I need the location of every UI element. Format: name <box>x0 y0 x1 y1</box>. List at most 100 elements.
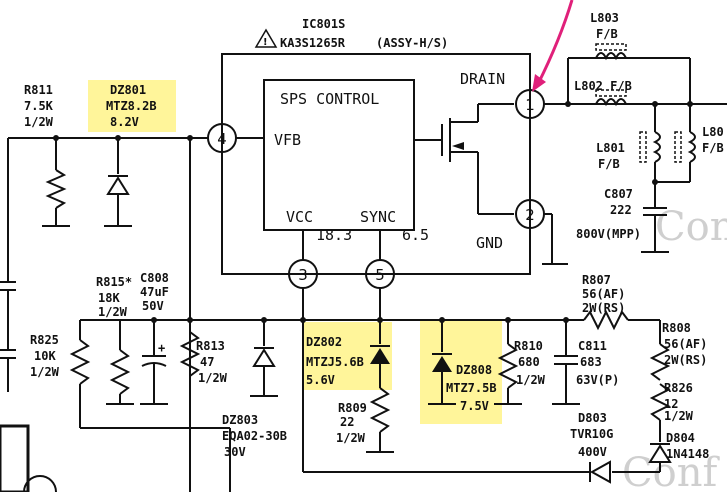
sync-voltage: 6.5 <box>402 226 429 244</box>
r808-power: 2W(RS) <box>664 353 707 367</box>
svg-text:2: 2 <box>525 206 535 224</box>
ic-part-label: KA3S1265R <box>280 36 346 50</box>
r825-power: 1/2W <box>30 365 60 379</box>
r809-power: 1/2W <box>336 431 366 445</box>
r825-value: 10K <box>34 349 56 363</box>
c808-value: 47uF <box>140 285 169 299</box>
gnd-label: GND <box>476 234 503 252</box>
r813-power: 1/2W <box>198 371 228 385</box>
vcc-label: VCC <box>286 208 313 226</box>
drain-label: DRAIN <box>460 70 505 88</box>
dz808-voltage: 7.5V <box>460 399 489 413</box>
d803-voltage: 400V <box>578 445 607 459</box>
r807-value: 56(AF) <box>582 287 625 301</box>
d804-part: 1N4148 <box>666 447 709 461</box>
r826-ref: R826 <box>664 381 693 395</box>
l803-coil <box>595 52 627 61</box>
arrow-head-icon <box>532 74 546 92</box>
sps-control-title: SPS CONTROL <box>280 90 379 108</box>
r826-resistor <box>649 383 671 421</box>
r811-power: 1/2W <box>24 115 54 129</box>
c808-voltage: 50V <box>142 299 164 313</box>
r811-value: 7.5K <box>24 99 54 113</box>
r809-resistor <box>369 387 391 433</box>
l80x-ref: L80 <box>702 125 724 139</box>
r810-ref: R810 <box>514 339 543 353</box>
vcc-voltage: 18.3 <box>316 226 352 244</box>
dz802-voltage: 5.6V <box>306 373 335 387</box>
dz808-part: MTZ7.5B <box>446 381 497 395</box>
dz801-part: MTZ8.2B <box>106 99 157 113</box>
connector-outline <box>0 424 30 492</box>
c808-ref: C808 <box>140 271 169 285</box>
r809-ref: R809 <box>338 401 367 415</box>
l801-ref: L801 <box>596 141 625 155</box>
dz802-zener-icon <box>370 348 390 364</box>
dz803-voltage: 30V <box>224 445 246 459</box>
l80x-type: F/B <box>702 141 724 155</box>
sps-control-block <box>263 79 415 231</box>
warning-mark: ! <box>263 37 268 48</box>
warning-triangle-icon <box>254 28 278 48</box>
watermark-top: Conf <box>655 204 727 250</box>
c811-rating: 63V(P) <box>576 373 619 387</box>
svg-text:3: 3 <box>298 266 308 284</box>
svg-text:4: 4 <box>217 130 227 148</box>
c811-value: 683 <box>580 355 602 369</box>
c811-ref: C811 <box>578 339 607 353</box>
r811-resistor <box>45 169 67 209</box>
r810-resistor <box>497 343 519 389</box>
l803-type: F/B <box>596 27 618 41</box>
dz801-zener-icon <box>106 176 130 195</box>
dz801-ref: DZ801 <box>110 83 146 97</box>
c807-rating: 800V(MPP) <box>576 227 641 241</box>
l802-label: L802 F/B <box>574 79 632 93</box>
dz803-ref: DZ803 <box>222 413 258 427</box>
r813-value: 47 <box>200 355 214 369</box>
sync-label: SYNC <box>360 208 396 226</box>
r815-resistor <box>109 349 131 395</box>
r808-ref: R808 <box>662 321 691 335</box>
r807-power: 2W(RS) <box>582 301 625 315</box>
ic-package-outline <box>221 53 531 275</box>
dz808-ref: DZ808 <box>456 363 492 377</box>
d803-diode-icon <box>589 460 611 484</box>
r826-power: 1/2W <box>664 409 694 423</box>
r811-ref: R811 <box>24 83 53 97</box>
dz803-zener-icon <box>252 348 276 367</box>
l802-coil <box>595 98 627 107</box>
c807-ref: C807 <box>604 187 633 201</box>
dz801-voltage: 8.2V <box>110 115 139 129</box>
pointer-arrow <box>536 0 574 85</box>
r813-ref: R813 <box>196 339 225 353</box>
r807-resistor <box>583 309 629 331</box>
c807-value: 222 <box>610 203 632 217</box>
dz802-ref: DZ802 <box>306 335 342 349</box>
ic-assy-label: (ASSY-H/S) <box>376 36 448 50</box>
r815-ref: R815* <box>96 275 132 289</box>
r826-value: 12 <box>664 397 678 411</box>
l801-coil <box>652 131 661 163</box>
r813-resistor <box>179 331 201 377</box>
svg-text:1: 1 <box>525 96 535 114</box>
vfb-label: VFB <box>274 131 301 149</box>
mosfet-symbol <box>414 103 514 215</box>
r815-power: 1/2W <box>98 305 128 319</box>
l803-ref: L803 <box>590 11 619 25</box>
svg-text:5: 5 <box>375 266 385 284</box>
r810-value: 680 <box>518 355 540 369</box>
l80x-coil <box>687 131 696 163</box>
r808-resistor <box>649 343 671 381</box>
r810-power: 1/2W <box>516 373 546 387</box>
ic-ref-label: IC801S <box>302 17 345 31</box>
d803-ref: D803 <box>578 411 607 425</box>
highlight-dz801 <box>88 80 176 132</box>
r825-ref: R825 <box>30 333 59 347</box>
r825-resistor <box>69 339 91 385</box>
d804-ref: D804 <box>666 431 695 445</box>
dz808-zener-icon <box>432 356 452 372</box>
r807-ref: R807 <box>582 273 611 287</box>
dz802-part: MTZJ5.6B <box>306 355 364 369</box>
